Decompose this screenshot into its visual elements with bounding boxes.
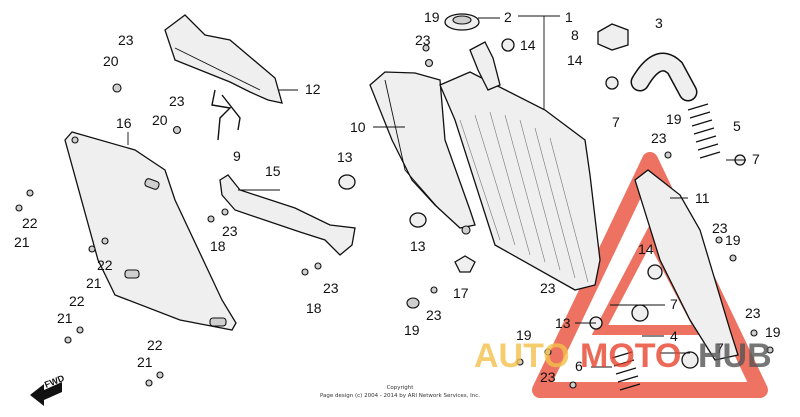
callout-19a: 19 xyxy=(424,9,440,25)
callout-10: 10 xyxy=(350,119,366,135)
callout-21d: 21 xyxy=(137,354,153,370)
upper-hose-part[interactable] xyxy=(630,52,698,102)
callout-22c: 22 xyxy=(69,293,85,309)
radiator-core-part[interactable] xyxy=(439,41,601,291)
callout-21a: 21 xyxy=(14,234,30,250)
callout-19c: 19 xyxy=(725,232,741,248)
callout-14c: 14 xyxy=(638,241,654,257)
forward-arrow-indicator: FWD xyxy=(30,373,66,406)
side-shroud-part[interactable] xyxy=(64,131,237,331)
callout-11: 11 xyxy=(695,190,710,206)
callout-6: 6 xyxy=(575,358,583,374)
bracket-part[interactable] xyxy=(211,89,241,141)
callout-22d: 22 xyxy=(147,337,163,353)
callout-18b: 18 xyxy=(306,300,322,316)
callout-13c: 13 xyxy=(555,315,571,331)
callout-7a: 7 xyxy=(612,114,620,130)
callout-7c: 7 xyxy=(670,296,678,312)
callout-17: 17 xyxy=(453,285,469,301)
callout-23c: 23 xyxy=(415,32,431,48)
watermark-text: AUTO MOTO HUB xyxy=(474,337,772,375)
watermark-word-3: HUB xyxy=(698,337,772,375)
callout-14b: 14 xyxy=(567,52,583,68)
copyright-notice: Copyright Page design (c) 2004 - 2014 by… xyxy=(320,385,480,399)
right-side-cover-part[interactable] xyxy=(634,169,739,361)
callout-16: 16 xyxy=(116,115,132,131)
radiator-cover-part[interactable] xyxy=(164,14,283,104)
callout-12: 12 xyxy=(305,81,321,97)
lower-bracket-part[interactable] xyxy=(219,174,356,256)
callout-19f: 19 xyxy=(765,324,781,340)
callout-23b: 23 xyxy=(169,93,185,109)
callout-22a: 22 xyxy=(22,215,38,231)
callout-19d: 19 xyxy=(404,322,420,338)
callout-23i: 23 xyxy=(540,280,556,296)
callout-23g: 23 xyxy=(323,280,339,296)
watermark-word-1: AUTO xyxy=(474,337,570,375)
callout-18a: 18 xyxy=(210,238,226,254)
callout-14a: 14 xyxy=(520,37,536,53)
callout-21c: 21 xyxy=(57,310,73,326)
callout-23k: 23 xyxy=(540,369,556,385)
callout-9: 9 xyxy=(233,148,241,164)
callout-7b: 7 xyxy=(752,151,760,167)
callout-23f: 23 xyxy=(222,223,238,239)
spring-hose-part[interactable] xyxy=(687,103,721,159)
leader-lines xyxy=(127,15,746,368)
callout-8: 8 xyxy=(571,27,579,43)
callout-23h: 23 xyxy=(426,307,442,323)
callout-13b: 13 xyxy=(410,238,426,254)
callout-7d: 7 xyxy=(716,340,724,356)
callout-1: 1 xyxy=(565,9,573,25)
callout-4: 4 xyxy=(670,328,678,344)
callout-23j: 23 xyxy=(745,305,761,321)
callout-2: 2 xyxy=(504,9,512,25)
reservoir-cap-part[interactable] xyxy=(597,23,629,51)
callout-numbers: 1 2 3 4 5 6 7 7 7 7 8 9 10 11 12 13 13 1… xyxy=(14,9,781,385)
copyright-line-1: Copyright xyxy=(387,385,415,391)
lower-spring-hose-part[interactable] xyxy=(611,351,641,391)
callout-5: 5 xyxy=(733,118,741,134)
copyright-line-2: Page design (c) 2004 - 2014 by ARI Netwo… xyxy=(320,393,480,399)
callout-13a: 13 xyxy=(337,149,353,165)
callout-20a: 20 xyxy=(103,53,119,69)
callout-20b: 20 xyxy=(152,112,168,128)
radiator-side-cover-part[interactable] xyxy=(369,71,476,229)
callout-23e: 23 xyxy=(712,220,728,236)
callout-19b: 19 xyxy=(666,111,682,127)
fasteners xyxy=(15,38,774,389)
callout-23d: 23 xyxy=(651,130,667,146)
callout-21b: 21 xyxy=(86,275,102,291)
callout-3: 3 xyxy=(655,15,663,31)
callout-15: 15 xyxy=(265,163,281,179)
radiator-cap-part[interactable] xyxy=(444,13,480,31)
radiator-fins xyxy=(459,111,589,283)
callout-23a: 23 xyxy=(118,32,134,48)
watermark-word-2: MOTO xyxy=(580,337,681,375)
callout-19e: 19 xyxy=(516,327,532,343)
callout-22b: 22 xyxy=(97,257,113,273)
